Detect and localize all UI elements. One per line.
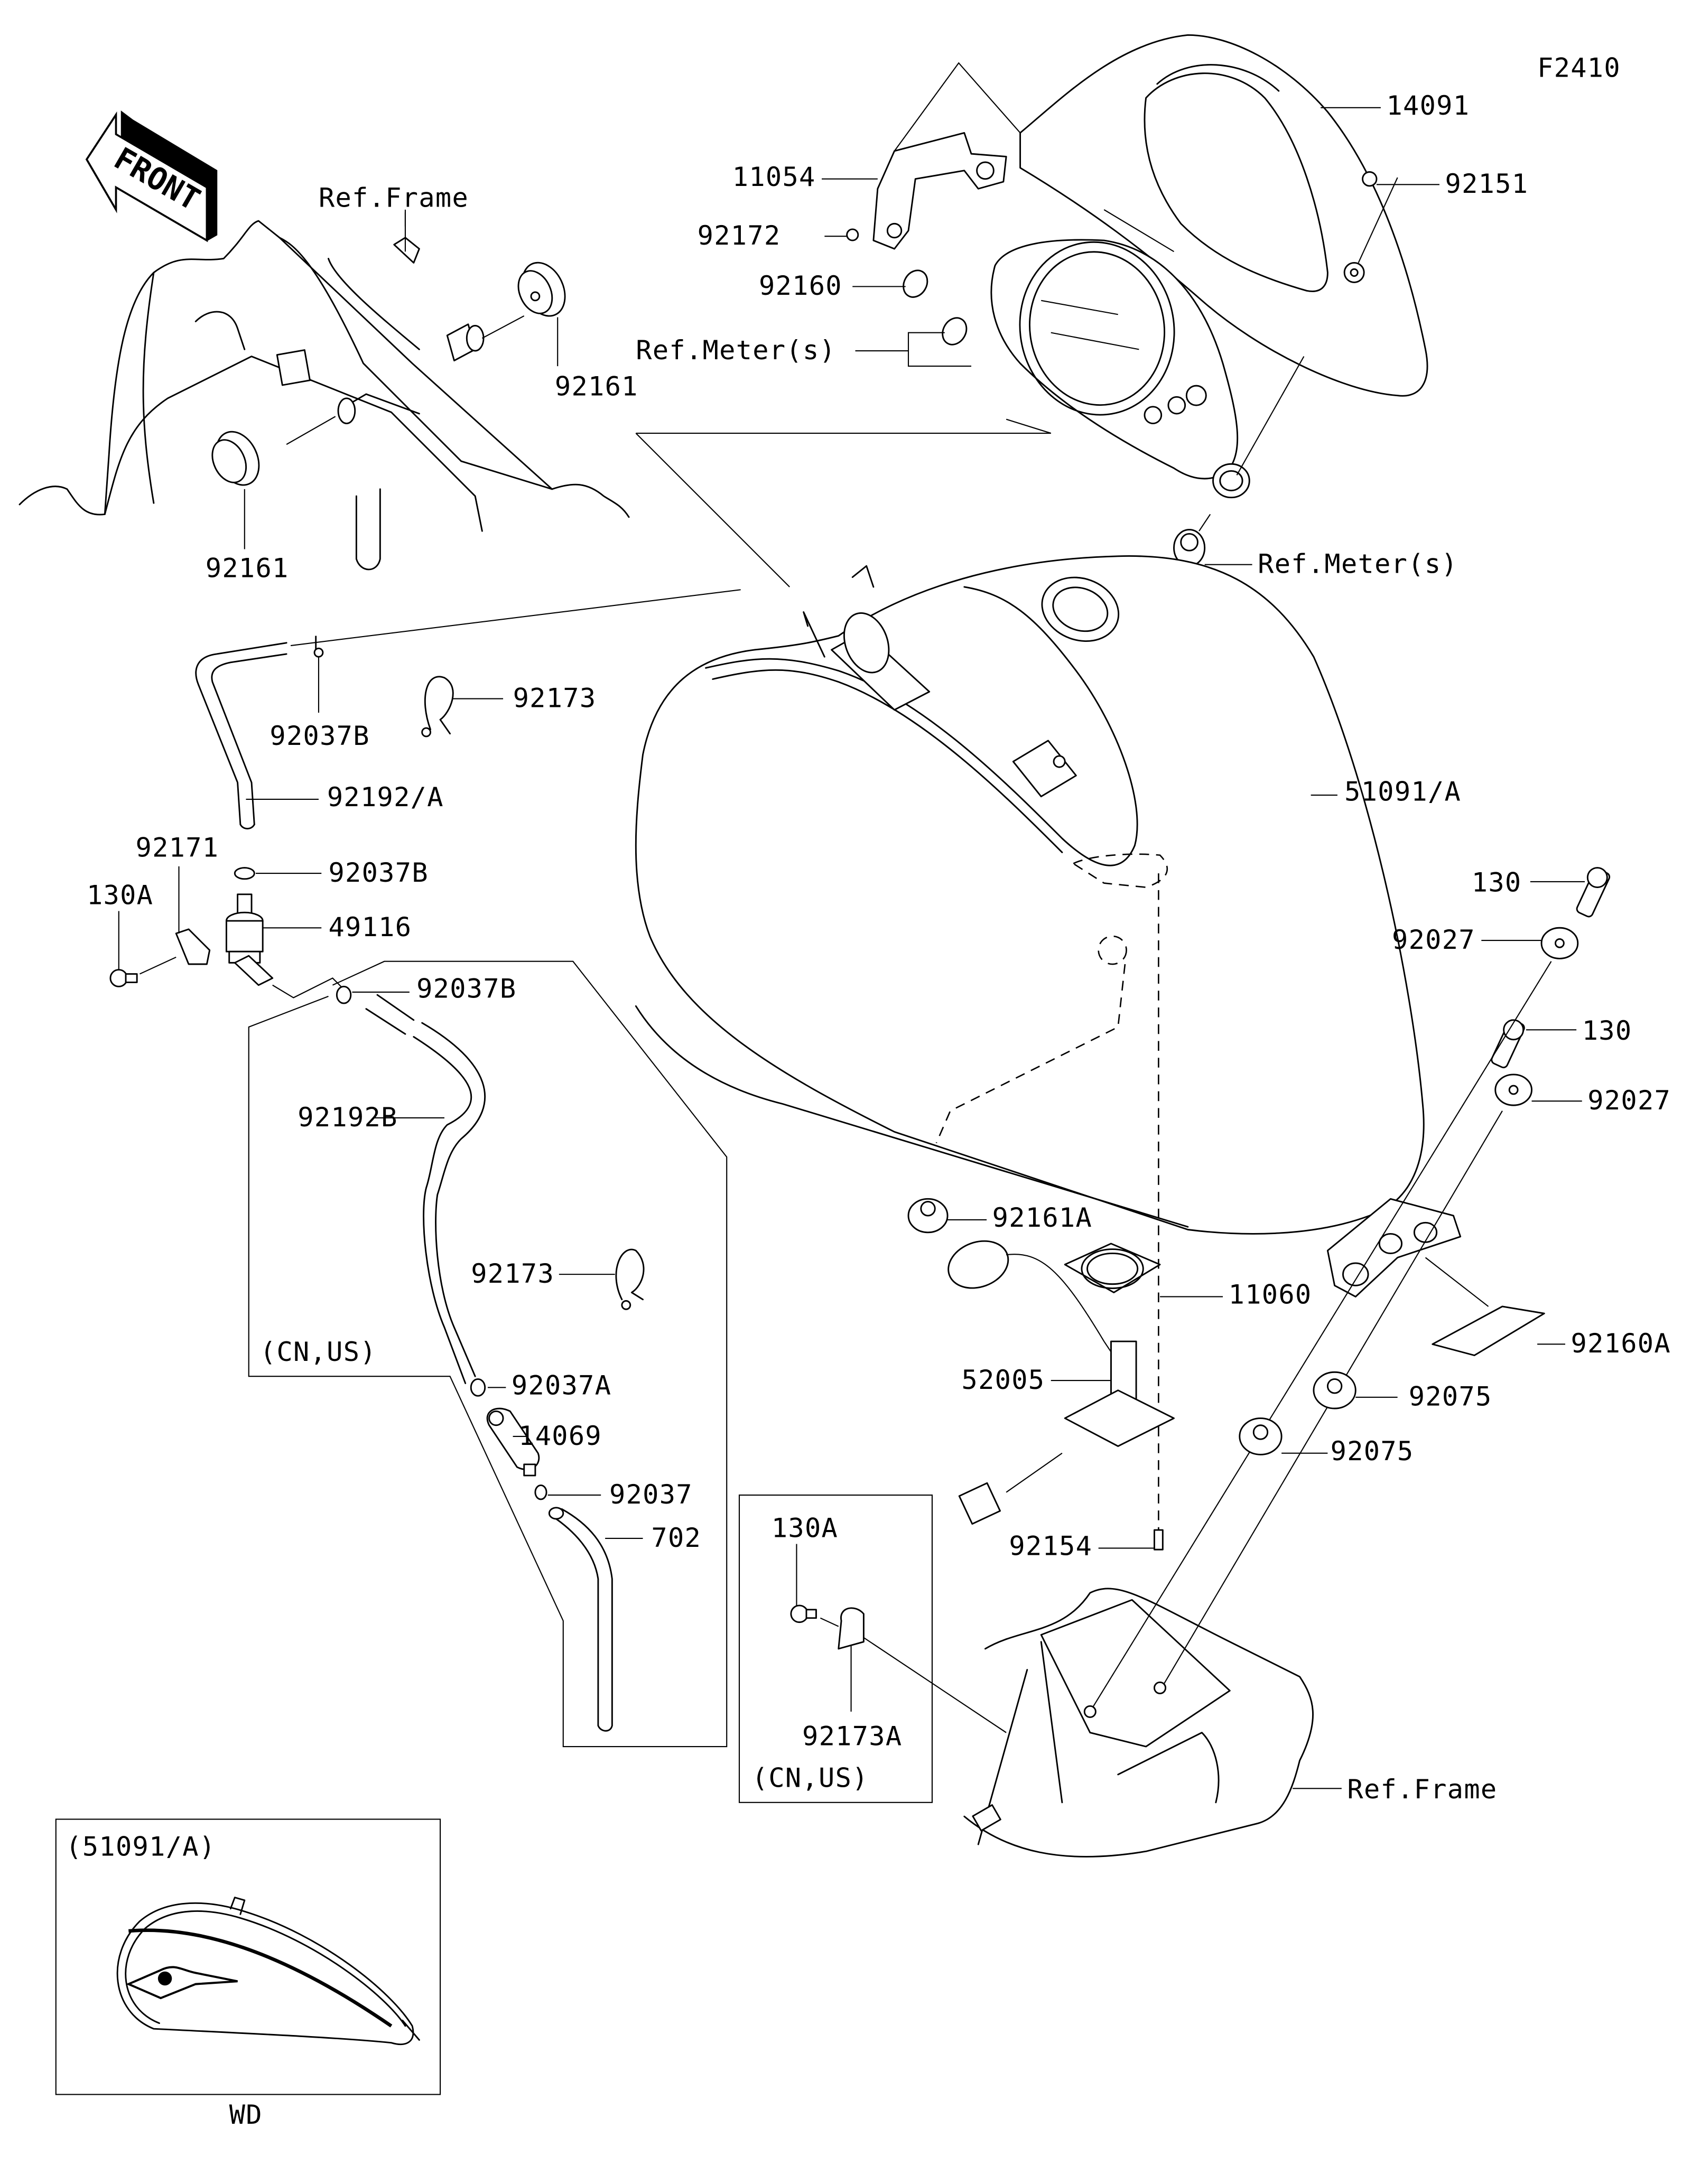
part-label-51091A: 51091/A	[1344, 776, 1461, 807]
fuel-pump-52005	[947, 1240, 1175, 1525]
bolt-130A-box	[790, 1604, 817, 1623]
bolt-130-upper	[1576, 867, 1611, 918]
part-label-92037: 92037	[609, 1479, 693, 1510]
clamp-92037B-mid	[234, 867, 255, 880]
inset-tank-variant: (51091/A) WD	[55, 1818, 441, 2130]
frame-top-left-drawing	[18, 209, 630, 571]
part-label-52005: 52005	[962, 1364, 1045, 1395]
part-label-92037B-lower: 92037B	[416, 973, 516, 1004]
hose-92192B	[365, 994, 486, 1384]
part-label-92037A: 92037A	[512, 1370, 611, 1401]
meter-cover-14091	[1019, 34, 1428, 397]
grommet-92160	[903, 269, 968, 346]
gasket-11060	[1064, 1243, 1161, 1293]
clip-92173-lower	[615, 1248, 645, 1310]
rubber-92075-lower	[1239, 1417, 1283, 1455]
frame-bottom-drawing	[963, 1588, 1314, 1858]
part-label-11060: 11060	[1229, 1279, 1312, 1310]
cn-us-note-hose: (CN,US)	[260, 1336, 377, 1367]
figure-code: F2410	[1537, 52, 1621, 83]
screw-92154	[1154, 1529, 1164, 1551]
part-label-130A-left: 130A	[87, 879, 153, 910]
part-label-92151: 92151	[1445, 168, 1529, 199]
collar-92027-upper	[1540, 927, 1579, 959]
ref-meter-label-1: Ref.Meter(s)	[636, 334, 836, 366]
part-label-92161A: 92161A	[992, 1202, 1092, 1233]
part-label-92172: 92172	[698, 220, 781, 251]
bolt-130-lower	[1491, 1019, 1525, 1069]
part-label-92160: 92160	[759, 270, 842, 301]
screw-92151	[1362, 171, 1378, 187]
cn-us-note-clamp: (CN,US)	[752, 1762, 869, 1794]
part-label-92171: 92171	[136, 832, 219, 863]
ref-frame-top-label: Ref.Frame	[319, 182, 469, 213]
cn-us-hose-group-outline	[248, 960, 728, 1748]
front-arrow-icon: FRONT	[85, 110, 218, 242]
bolt-130A-left	[109, 969, 138, 987]
tank-rear-bracket	[1326, 1198, 1462, 1298]
part-label-92027-lower: 92027	[1587, 1085, 1671, 1116]
hose-92192A	[195, 642, 287, 829]
pad-92160A	[1432, 1305, 1545, 1356]
valve-49116	[225, 893, 274, 986]
bracket-11054	[872, 132, 1007, 250]
part-label-130-upper: 130	[1472, 866, 1522, 898]
part-label-92075-lower: 92075	[1331, 1435, 1414, 1467]
part-label-130A-box: 130A	[772, 1512, 838, 1543]
part-label-130-lower: 130	[1582, 1015, 1632, 1046]
grommet-92161A	[907, 1198, 949, 1234]
part-label-11054: 11054	[732, 161, 816, 192]
part-label-92027-upper: 92027	[1392, 924, 1475, 955]
clamp-92037A	[470, 1378, 486, 1397]
part-label-14091: 14091	[1386, 90, 1470, 121]
grommet-ref-meter	[1173, 529, 1206, 567]
part-label-702: 702	[651, 1522, 701, 1553]
part-label-14069: 14069	[518, 1420, 602, 1451]
part-label-92154: 92154	[1009, 1530, 1092, 1562]
fuel-tank-51091A	[635, 555, 1425, 1235]
grommet-92161-upper	[517, 262, 566, 317]
screw-92172	[846, 228, 859, 241]
part-label-92173-upper: 92173	[513, 682, 597, 713]
part-label-92160A: 92160A	[1571, 1328, 1671, 1359]
part-label-92161-upper: 92161	[555, 371, 638, 402]
part-label-92161-lower: 92161	[206, 552, 289, 583]
ref-meter-label-2: Ref.Meter(s)	[1258, 548, 1458, 580]
grommet-92161-lower	[211, 431, 260, 486]
part-label-92037B-top: 92037B	[270, 720, 369, 751]
clamp-92037	[534, 1485, 547, 1500]
part-label-49116: 49116	[328, 911, 412, 942]
meter-unit	[990, 239, 1250, 499]
part-label-92192B: 92192B	[298, 1102, 397, 1133]
part-label-92192A: 92192/A	[327, 781, 444, 813]
part-label-92075-upper: 92075	[1409, 1381, 1492, 1412]
clamp-92173A	[838, 1607, 865, 1650]
inset-caption: WD	[229, 2099, 263, 2130]
rubber-92075-upper	[1313, 1371, 1356, 1410]
part-label-92037B-mid: 92037B	[328, 857, 428, 888]
hose-702	[548, 1507, 613, 1732]
collar-92027-lower	[1494, 1074, 1532, 1106]
cn-us-clamp-box	[738, 1494, 933, 1803]
part-label-92173A: 92173A	[802, 1720, 902, 1751]
inset-title: (51091/A)	[66, 1831, 216, 1862]
ref-frame-bottom-label: Ref.Frame	[1347, 1774, 1497, 1805]
filter-14069	[486, 1407, 540, 1477]
bracket-92171	[175, 928, 211, 965]
clamp-92037B-lower	[336, 985, 352, 1004]
clip-92173-upper	[421, 676, 454, 738]
part-label-92173-lower: 92173	[471, 1258, 554, 1289]
